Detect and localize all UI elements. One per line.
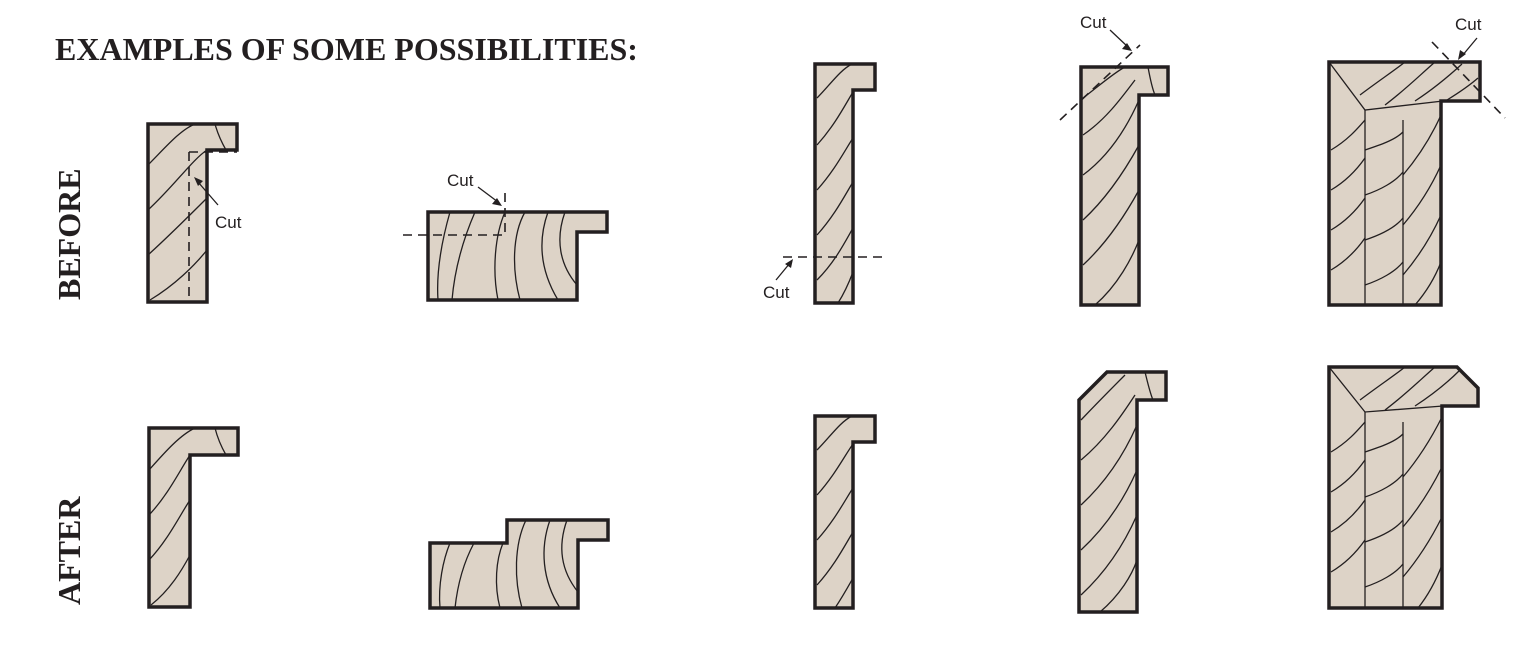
wood-grain (436, 211, 578, 301)
wood-grain (1080, 371, 1154, 613)
page-title: EXAMPLES OF SOME POSSIBILITIES: (55, 31, 638, 67)
example-2-after (428, 518, 610, 610)
cut-label: Cut (1455, 15, 1482, 34)
wood-grain (438, 519, 579, 609)
cut-callout: Cut (447, 171, 502, 206)
cut-line (1431, 41, 1506, 119)
example-5-before: Cut (1327, 15, 1506, 307)
wood-grain (1328, 61, 1479, 306)
example-1-before: Cut (146, 122, 242, 304)
wood-grain (816, 63, 854, 304)
cut-label: Cut (447, 171, 474, 190)
example-2-before: Cut (403, 171, 609, 302)
example-3-after (813, 414, 877, 610)
wood-profile (1079, 65, 1170, 307)
cut-callout: Cut (763, 259, 793, 302)
example-5-after (1327, 365, 1480, 610)
example-1-after (147, 426, 240, 609)
wood-grain (148, 427, 227, 606)
cut-label: Cut (1080, 13, 1107, 32)
cut-line (188, 151, 237, 302)
cut-line (403, 187, 506, 236)
wood-grain (1328, 366, 1461, 609)
wood-grain (147, 123, 227, 301)
cut-label: Cut (763, 283, 790, 302)
wood-grain (1082, 66, 1156, 306)
wood-profile (1077, 370, 1168, 614)
cut-callout: Cut (194, 177, 242, 232)
wood-profile (1327, 60, 1482, 307)
cut-callout: Cut (1455, 15, 1482, 60)
row-label-before: BEFORE (51, 168, 87, 300)
row-label-after: AFTER (51, 496, 87, 605)
wood-profile (426, 210, 609, 302)
wood-grain (816, 415, 854, 609)
wood-profile (428, 518, 610, 610)
cut-line (1059, 44, 1141, 121)
cut-callout: Cut (1080, 13, 1132, 51)
example-4-before: Cut (1059, 13, 1170, 307)
wood-profile (813, 414, 877, 610)
example-4-after (1077, 370, 1168, 614)
cut-label: Cut (215, 213, 242, 232)
example-3-before: Cut (763, 62, 887, 305)
wood-profile (813, 62, 877, 305)
